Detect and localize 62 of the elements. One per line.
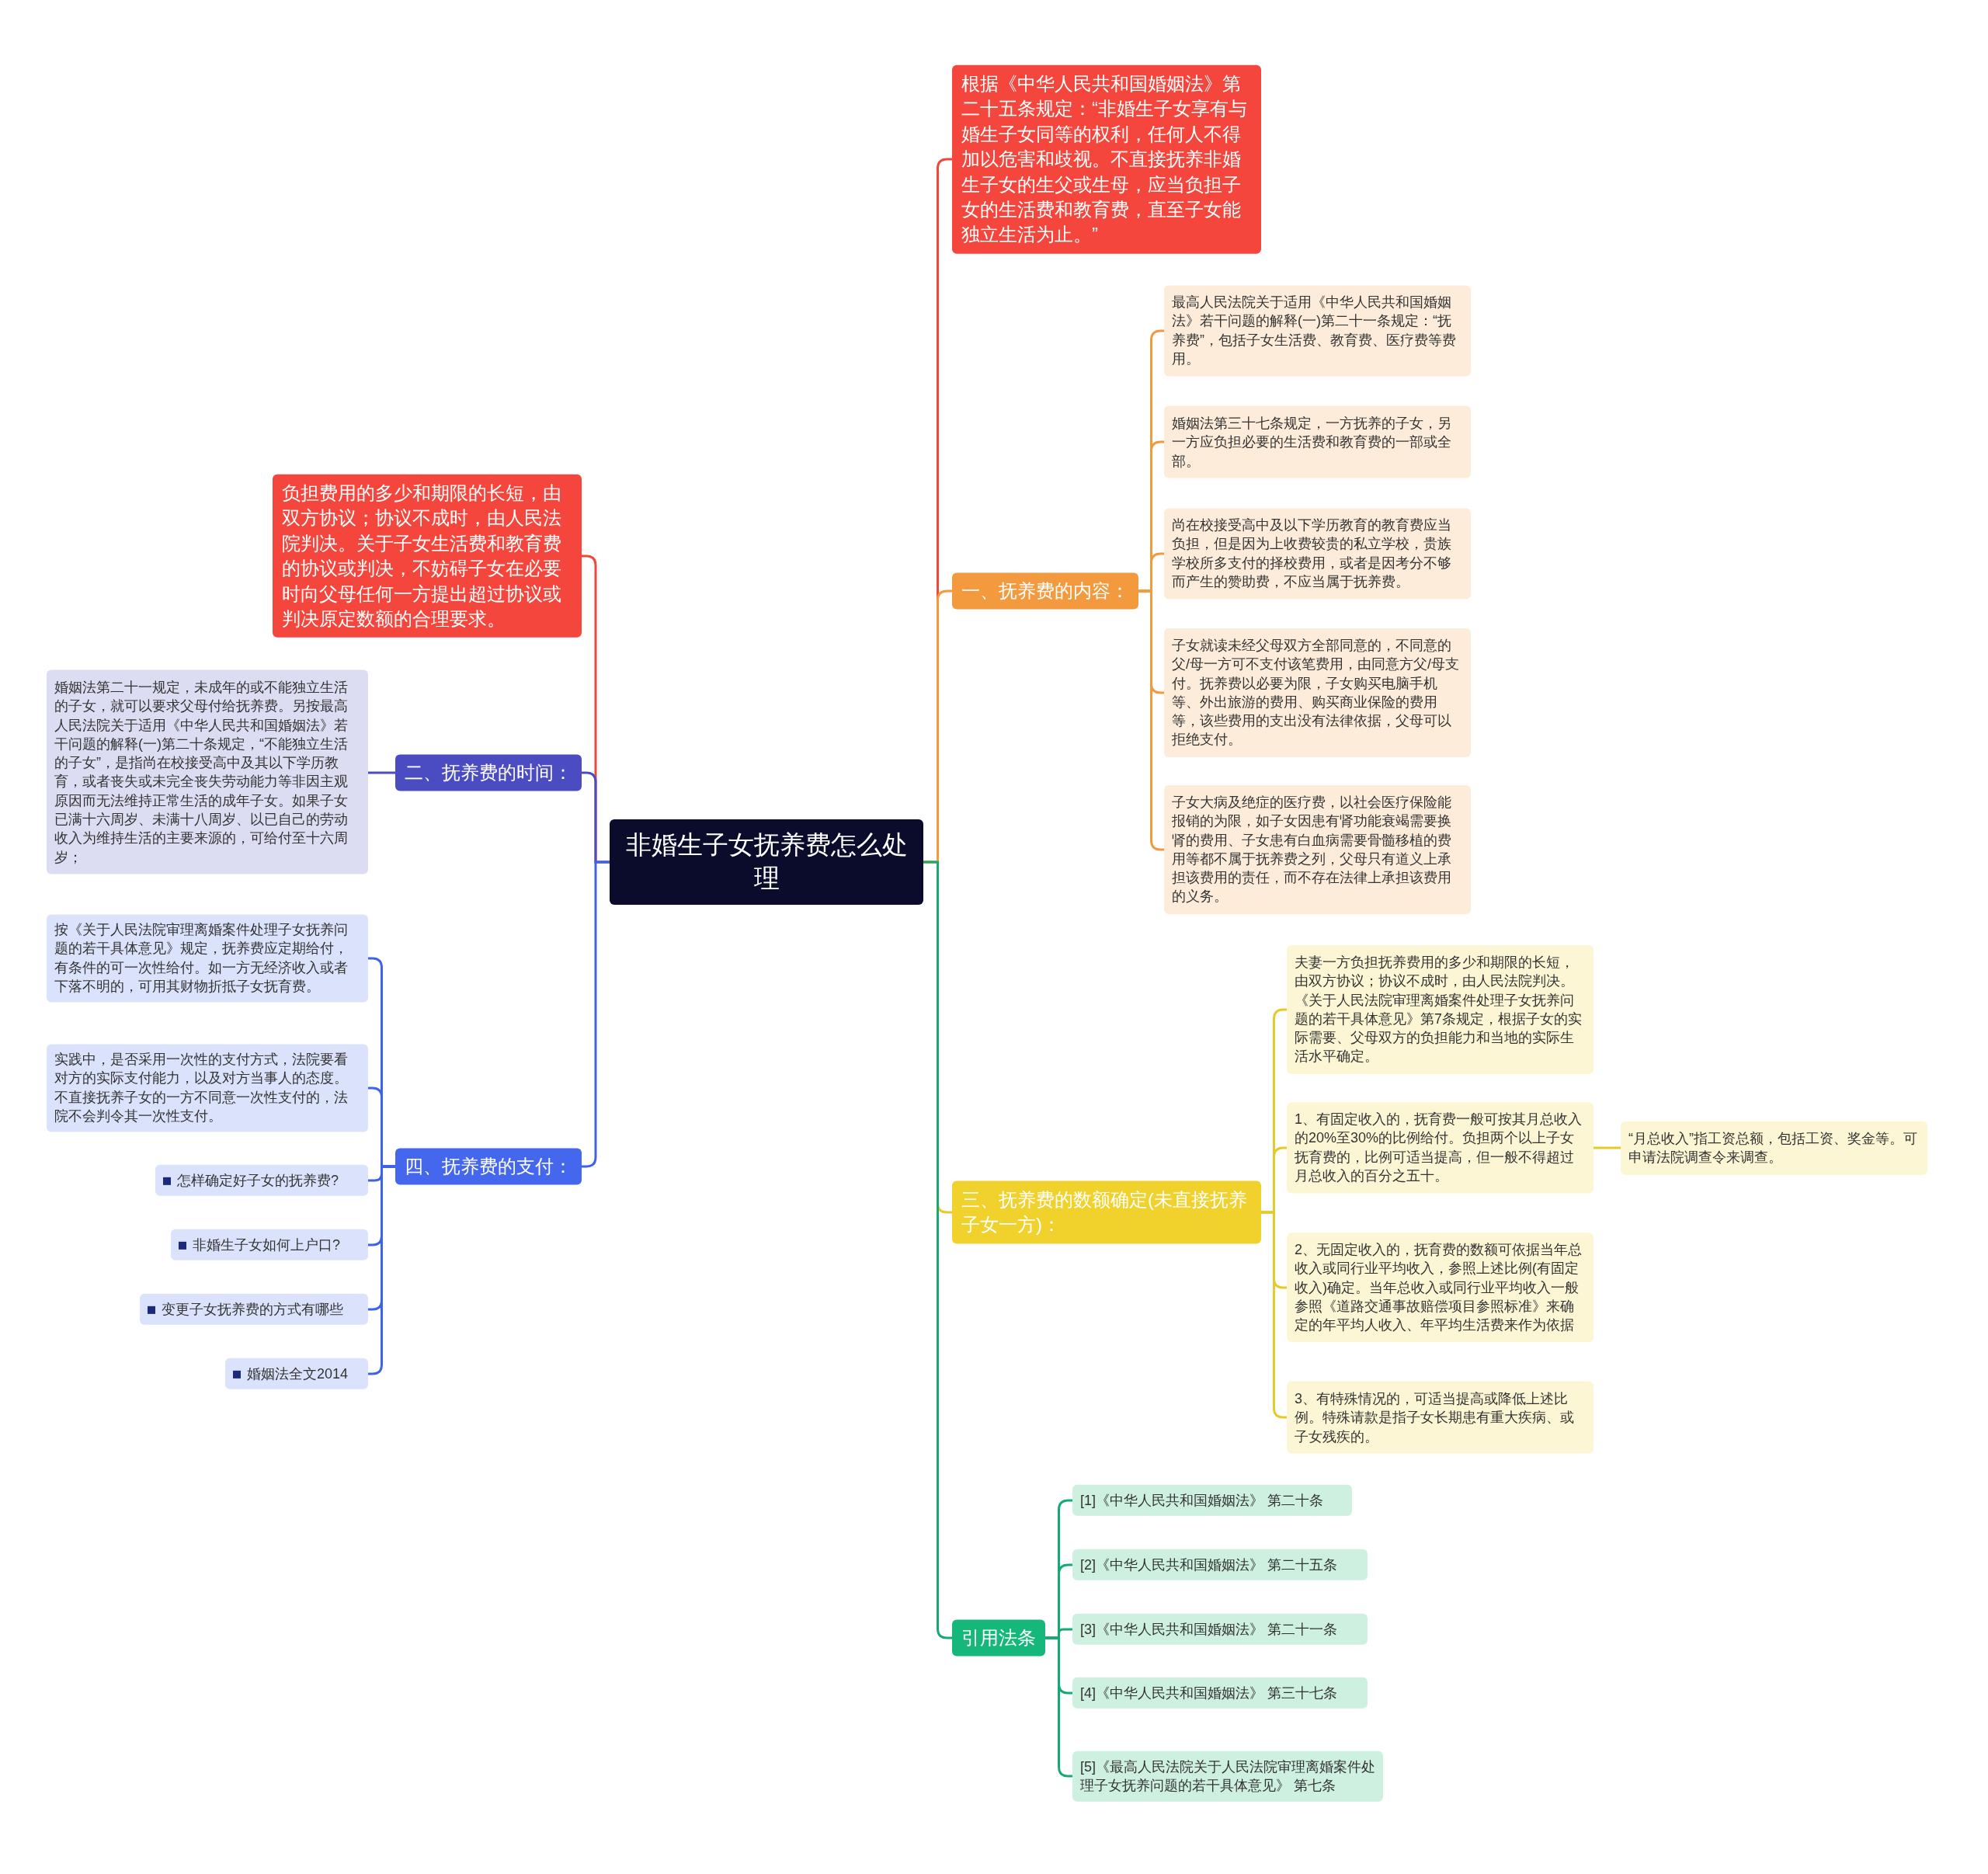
connector-line (1594, 1146, 1621, 1149)
citation-box (1072, 1613, 1368, 1646)
subtopic-box (1287, 1233, 1594, 1343)
citation-box (1072, 1484, 1352, 1517)
subtopic-box (1164, 405, 1471, 478)
topic-text: 非婚生子女抚养费怎么处理 (624, 829, 909, 894)
subtopic-box (1164, 285, 1471, 377)
topic-text: 子女就读未经父母双方全部同意的，不同意的父/母一方可不支付该笔费用，由同意方父/母支付。抚养费以必要为限，子女购买电脑手机等、外出旅游的费用、购买商业保险的费用等，该些费用的支出没有法律依据，父母可以拒绝支付。 (1172, 637, 1460, 749)
topic-text: 变更子女抚养费的方式有哪些 (162, 1300, 344, 1319)
topic-text: [1]《中华人民共和国婚姻法》 第二十条 (1080, 1491, 1324, 1510)
subtopic-box (1164, 508, 1471, 600)
topic-text: 按《关于人民法院审理离婚案件处理子女抚养问题的若干具体意见》规定，抚养费应定期给付，有条件的可一次性给付。如一方无经济收入或者下落不明的，可用其财物折抵子女抚育费。 (54, 921, 349, 996)
topic-text: 1、有固定收入的，抚育费一般可按其月总收入的20%至30%的比例给付。负担两个以上子女抚育费的，比例可适当提高，但一般不得超过月总收入的百分之五十。 (1295, 1111, 1583, 1186)
topic-text: 负担费用的多少和期限的长短，由双方协议；协议不成时，由人民法院判决。关于子女生活费和教育费的协议或判决，不妨碍子女在必要时向父母任何一方提出超过协议或判决原定数额的合理要求。 (282, 481, 562, 631)
topic-text: 2、无固定收入的，抚育费的数额可依据当年总收入或同行业平均收入，参照上述比例(有固定收入)确定。当年总收入或同行业平均收入一般参照《道路交通事故赔偿项目参照标准》来确定的年平均人收入、年平均生活费来作为依据 (1295, 1241, 1583, 1335)
topic-text: 二、抚养费的时间： (405, 761, 572, 785)
topic-text: “月总收入”指工资总额，包括工资、奖金等。可申请法院调查令来调查。 (1628, 1129, 1918, 1166)
topic-text: [4]《中华人民共和国婚姻法》 第三十七条 (1080, 1684, 1338, 1702)
subtopic-box (1287, 1102, 1594, 1194)
central-topic (610, 819, 923, 905)
citation-box (1072, 1677, 1368, 1709)
branch-topic (952, 572, 1138, 610)
subtopic-box (1287, 945, 1594, 1074)
subtopic-box (47, 1044, 368, 1132)
topic-text: 尚在校接受高中及以下学历教育的教育费应当负担，但是因为上收费较贵的私立学校，贵族学校所多支付的择校费用，或者是因考分不够而产生的赞助费，不应当属于抚养费。 (1172, 516, 1452, 592)
topic-text: 婚姻法第二十一规定，未成年的或不能独立生活的子女，就可以要求父母付给抚养费。另按最高人民法院关于适用《中华人民共和国婚姻法》若干问题的解释(一)第二十条规定，“不能独立生活的子女”，是指尚在校接受高中及其以下学历教育，或者丧失或未完全丧失劳动能力等非因主观原因而无法维持正常生活的成年子女。如果子女已满十六周岁、未满十八周岁、以已自己的劳动收入为维持生活的主要来源的，可给付至十六周岁； (54, 678, 349, 867)
topic-text: [2]《中华人民共和国婚姻法》 第二十五条 (1080, 1556, 1338, 1574)
topic-text: 婚姻法第三十七条规定，一方抚养的子女，另一方应负担必要的生活费和教育费的一部或全部。 (1172, 414, 1452, 471)
topic-text: 四、抚养费的支付： (405, 1155, 572, 1179)
citation-box (1072, 1751, 1383, 1802)
topic-text: 夫妻一方负担抚养费用的多少和期限的长短，由双方协议；协议不成时，由人民法院判决。《关于人民法院审理离婚案件处理子女抚养问题的若干具体意见》第7条规定，根据子女的实际需要、父母双方的负担能力和当地的实际生活水平确定。 (1295, 954, 1583, 1066)
topic-text: 根据《中华人民共和国婚姻法》第二十五条规定：“非婚生子女享有与婚生子女同等的权利，任何人不得加以危害和歧视。不直接抚养非婚生子女的生父或生母，应当负担子女的生活费和教育费，直至子女能独立生活为止。” (961, 71, 1248, 246)
topic-text: 非婚生子女如何上户口? (193, 1236, 341, 1254)
subtopic-box (1621, 1121, 1927, 1175)
topic-text: 怎样确定好子女的抚养费? (177, 1171, 339, 1190)
topic-text: [3]《中华人民共和国婚姻法》 第二十一条 (1080, 1620, 1338, 1639)
subtopic-box (47, 914, 368, 1003)
topic-text: 三、抚养费的数额确定(未直接抚养子女一方)： (961, 1187, 1248, 1236)
branch-topic (395, 754, 582, 791)
connector-line (368, 771, 395, 774)
link-item (225, 1358, 368, 1390)
branch-topic (952, 1180, 1261, 1244)
branch-topic (395, 1148, 582, 1185)
topic-text: 子女大病及绝症的医疗费，以社会医疗保险能报销的为限，如子女因患有肾功能衰竭需要换肾的费用、子女患有白血病需要骨髓移植的费用等都不属于抚养费之列，父母只有道义上承担该费用的责任，而不存在法律上承担该费用的义务。 (1172, 794, 1452, 906)
topic-text: 一、抚养费的内容： (961, 579, 1129, 603)
branch-topic (273, 474, 582, 638)
link-item (155, 1164, 368, 1197)
topic-text: 3、有特殊情况的，可适当提高或降低上述比例。特殊请款是指子女长期患有重大疾病、或子女残疾的。 (1295, 1389, 1575, 1446)
citation-box (1072, 1549, 1368, 1581)
branch-topic (952, 1619, 1045, 1657)
connector-line (582, 861, 610, 1168)
topic-text: 最高人民法院关于适用《中华人民共和国婚姻法》若干问题的解释(一)第二十一条规定：“抚养费”，包括子女生活费、教育费、医疗费等费用。 (1172, 294, 1457, 369)
topic-text: 实践中，是否采用一次性的支付方式，法院要看对方的实际支付能力，以及对方当事人的态度。不直接抚养子女的一方不同意一次性支付的，法院不会判令其一次性支付。 (54, 1051, 349, 1126)
link-item (140, 1293, 368, 1326)
subtopic-box (47, 669, 368, 874)
link-item (171, 1229, 368, 1261)
subtopic-box (1287, 1381, 1594, 1454)
subtopic-box (1164, 785, 1471, 914)
topic-text: [5]《最高人民法院关于人民法院审理离婚案件处理子女抚养问题的若干具体意见》 第七条 (1080, 1758, 1375, 1795)
topic-text: 引用法条 (961, 1626, 1036, 1650)
subtopic-box (1164, 628, 1471, 757)
topic-text: 婚姻法全文2014 (247, 1365, 349, 1383)
